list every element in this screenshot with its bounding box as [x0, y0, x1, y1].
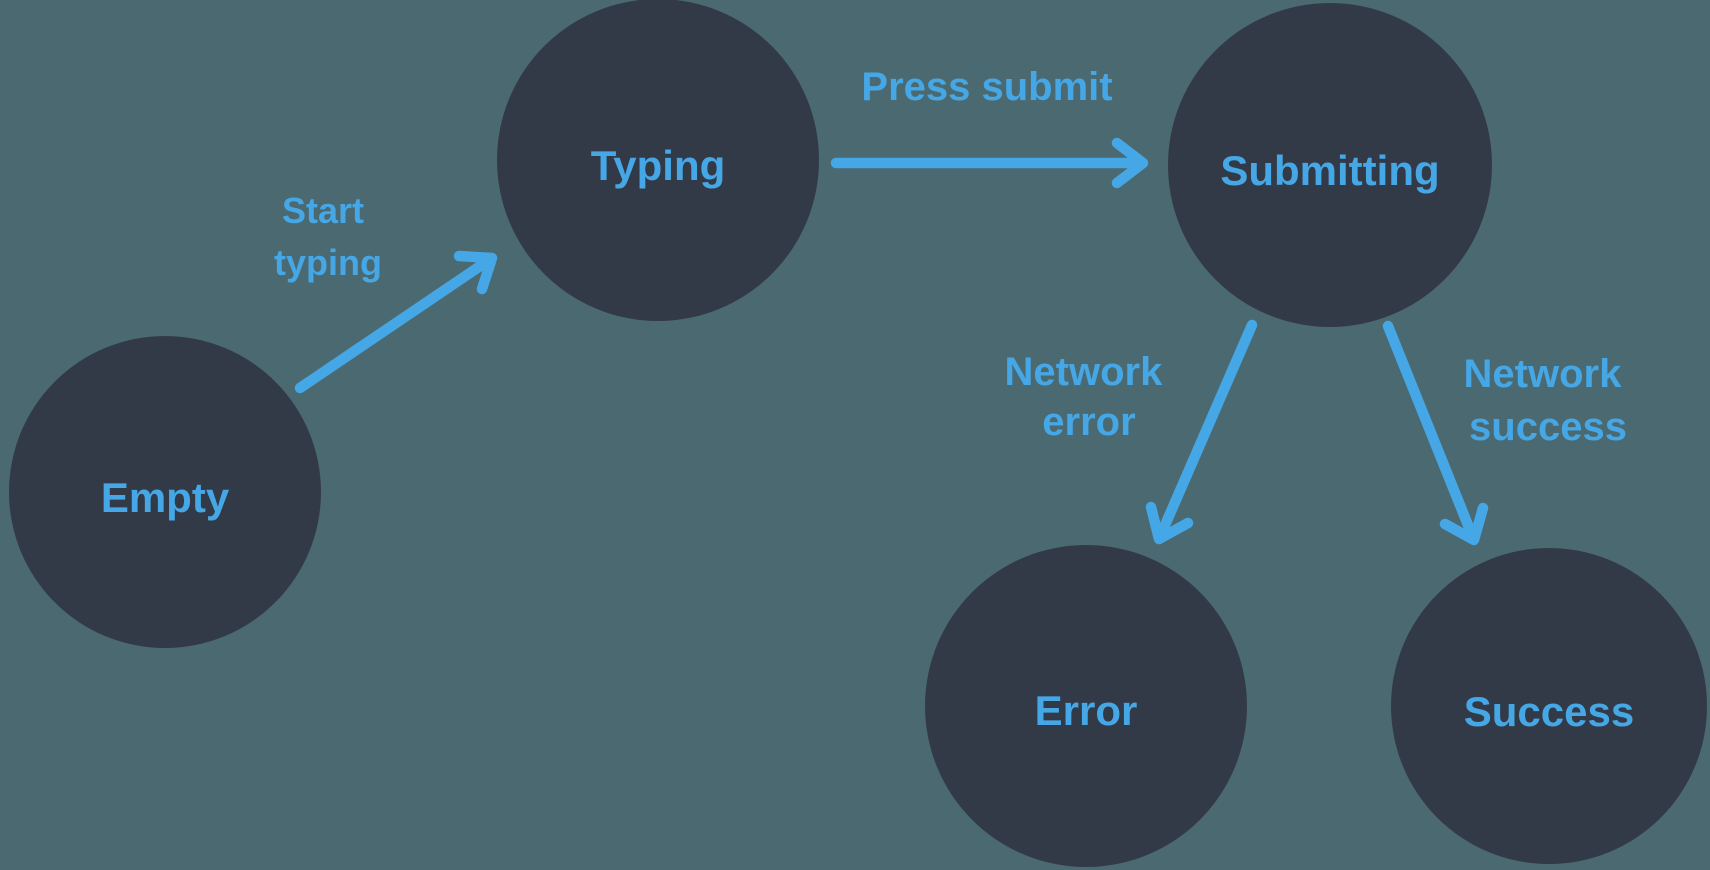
state-label-success: Success	[1464, 688, 1634, 735]
state-node-error	[925, 545, 1247, 867]
state-label-submitting: Submitting	[1220, 147, 1439, 194]
edge-label-network-error: Network error	[1005, 350, 1174, 444]
state-node-empty	[9, 336, 321, 648]
state-label-empty: Empty	[101, 474, 230, 521]
edge-arrow-start-typing	[294, 250, 498, 394]
state-label-error: Error	[1035, 687, 1138, 734]
edge-arrow-press-submit	[830, 137, 1149, 189]
edge-arrow-network-success	[1382, 320, 1489, 546]
state-node-success	[1391, 548, 1707, 864]
state-label-typing: Typing	[591, 142, 726, 189]
edge-arrow-network-error	[1145, 319, 1258, 545]
edge-label-press-submit: Press submit	[861, 65, 1112, 109]
state-node-typing	[497, 0, 819, 321]
edge-label-start-typing: Start typing	[274, 190, 382, 283]
state-node-submitting	[1168, 3, 1492, 327]
edge-label-network-success: Network success	[1464, 352, 1633, 449]
